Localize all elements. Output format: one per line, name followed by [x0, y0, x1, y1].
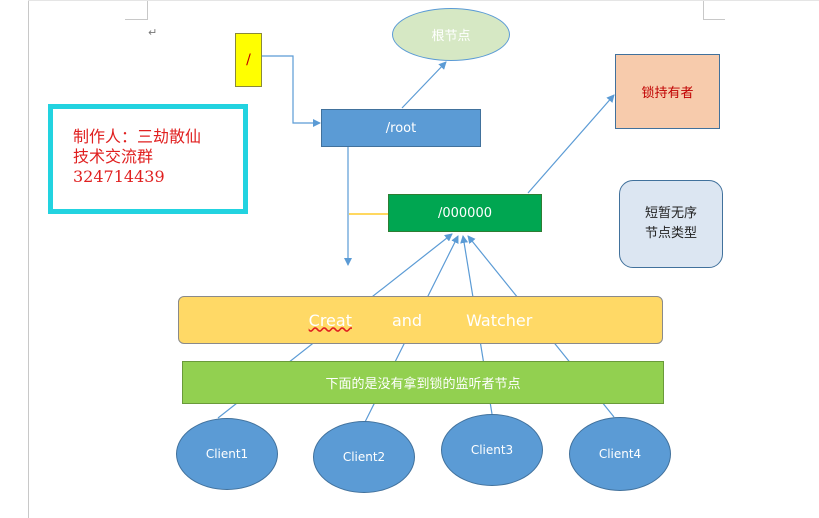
- ephemeral-type-line2: 节点类型: [644, 226, 697, 241]
- corner-mark-top-left-v: [147, 0, 148, 20]
- lock-to-owner-arrow: [527, 94, 615, 194]
- lock-node: /000000: [388, 194, 542, 232]
- watcher-label: Watcher: [466, 310, 533, 330]
- ephemeral-type-line1: 短暂无序: [644, 206, 697, 221]
- group-number-line: 324714439: [73, 167, 165, 186]
- client1-node: Client1: [176, 418, 278, 490]
- corner-mark-top-left-h: [125, 19, 147, 20]
- group-line: 技术交流群: [73, 147, 154, 166]
- author-watermark-box: 制作人：三劫散仙 技术交流群 324714439: [48, 104, 248, 214]
- corner-mark-top-right-h: [703, 19, 725, 20]
- lock-owner-label: 锁持有者: [641, 86, 694, 101]
- create-watcher-bar: Creat and Watcher: [178, 296, 663, 344]
- client2-label: Client2: [342, 450, 386, 464]
- lock-owner-box: 锁持有者: [615, 54, 720, 129]
- create-label: Creat: [308, 310, 352, 330]
- client4-node: Client4: [569, 417, 671, 491]
- client2-node: Client2: [313, 421, 415, 493]
- listener-bar: 下面的是没有拿到锁的监听者节点: [182, 361, 664, 404]
- left-margin-line: [28, 0, 29, 518]
- client3-node: Client3: [441, 414, 543, 486]
- author-line: 制作人：三劫散仙: [73, 127, 202, 146]
- client3-label: Client3: [470, 443, 514, 457]
- root-path-node: /root: [321, 109, 481, 147]
- slash-to-root-connector: [262, 55, 321, 127]
- ephemeral-type-box: 短暂无序 节点类型: [619, 180, 723, 268]
- and-label: and: [391, 310, 423, 330]
- root-path-label: /root: [385, 120, 417, 136]
- corner-mark-top-right-v: [703, 0, 704, 20]
- client1-label: Client1: [205, 447, 249, 461]
- root-to-rootnode-arrow: [401, 61, 447, 109]
- client4-label: Client4: [598, 447, 642, 461]
- root-node-label: 根节点: [431, 29, 471, 44]
- slash-node: /: [235, 33, 262, 87]
- root-node-ellipse: 根节点: [392, 8, 510, 61]
- lock-node-label: /000000: [437, 205, 492, 221]
- top-edge-line: [28, 0, 819, 1]
- slash-node-label: /: [246, 52, 251, 68]
- listener-label: 下面的是没有拿到锁的监听者节点: [325, 377, 521, 392]
- paragraph-mark: ↵: [148, 26, 158, 39]
